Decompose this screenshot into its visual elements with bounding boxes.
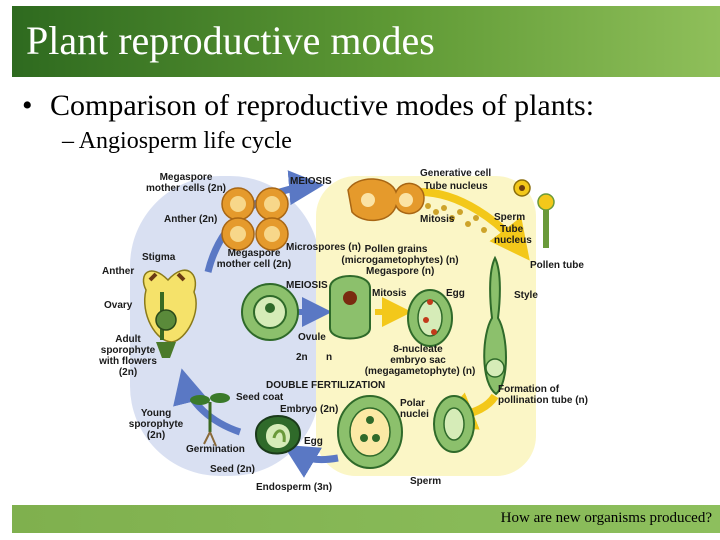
label-formation-1: Formation of — [498, 384, 560, 395]
cycle-arrow-left — [173, 368, 242, 436]
label-young-sporophyte-3: (2n) — [147, 430, 165, 441]
angiosperm-life-cycle-diagram: Megaspore mother cells (2n) MEIOSIS Anth… — [98, 168, 588, 493]
label-ploidy-n: n — [326, 352, 332, 363]
sub-bullet-dash: – — [62, 128, 74, 154]
seed — [254, 415, 302, 455]
label-young-sporophyte-1: Young — [141, 408, 171, 419]
label-formation-2: pollination tube (n) — [498, 395, 588, 406]
label-mitosis-top: Mitosis — [420, 214, 455, 225]
label-egg-bottom: Egg — [304, 436, 323, 447]
label-adult-sporophyte-4: (2n) — [119, 367, 137, 378]
label-megaspore-mother-cells-2: mother cells (2n) — [146, 183, 226, 194]
label-pollen-grains-1: Pollen grains — [365, 244, 428, 255]
label-mitosis-mid: Mitosis — [372, 288, 407, 299]
label-young-sporophyte-2: sporophyte — [129, 419, 184, 430]
label-pollen-grains-2: (microgametophytes) (n) — [341, 255, 458, 266]
label-egg-top: Egg — [446, 288, 465, 299]
footer-bar: How are new organisms produced? — [12, 505, 720, 533]
label-germination: Germination — [186, 444, 245, 455]
ovule-fertilization — [433, 395, 475, 453]
bullet-dot: • — [22, 89, 33, 122]
label-megaspore-mother-cell-1: Megaspore — [228, 248, 281, 259]
label-megaspore: Megaspore (n) — [366, 266, 434, 277]
pollen-grain — [513, 179, 531, 197]
label-ovary: Ovary — [104, 300, 133, 311]
title-bar: Plant reproductive modes — [12, 6, 720, 77]
flower — [142, 269, 197, 358]
double-fertilization-ovule — [337, 395, 403, 469]
sub-bullet-text: Angiosperm life cycle — [78, 128, 292, 154]
label-pollen-tube: Pollen tube — [530, 260, 584, 271]
label-anther-flower: Anther — [102, 266, 134, 277]
label-double-fertilization: DOUBLE FERTILIZATION — [266, 380, 385, 391]
label-ploidy-2n: 2n — [296, 352, 308, 363]
label-microspores: Microspores (n) — [286, 242, 361, 253]
label-sperm-bottom: Sperm — [410, 476, 441, 487]
label-seed: Seed (2n) — [210, 464, 255, 475]
label-polar-nuclei-2: nuclei — [400, 409, 429, 420]
label-adult-sporophyte-1: Adult — [115, 334, 141, 345]
cycle-arrow-bottom — [282, 444, 339, 478]
label-style: Style — [514, 290, 538, 301]
megaspore — [329, 275, 371, 340]
label-eight-nucleate-1: 8-nucleate — [393, 344, 443, 355]
sub-bullet-item: – Angiosperm life cycle — [62, 126, 292, 156]
label-adult-sporophyte-2: sporophyte — [101, 345, 156, 356]
bullet-item: • Comparison of reproductive modes of pla… — [22, 88, 594, 124]
label-anther: Anther (2n) — [164, 214, 217, 225]
label-eight-nucleate-2: embryo sac — [390, 355, 446, 366]
label-generative-cell: Generative cell — [420, 168, 491, 179]
cycle-arrow-top-right — [419, 188, 530, 261]
label-megaspore-mother-cells-1: Megaspore — [160, 172, 213, 183]
slide-title: Plant reproductive modes — [26, 18, 435, 63]
label-tube-nucleus-right-1: Tube — [500, 224, 524, 235]
ovule — [241, 283, 299, 341]
label-stigma: Stigma — [142, 252, 176, 263]
footer-text: How are new organisms produced? — [500, 510, 712, 526]
style — [483, 255, 507, 396]
label-embryo: Embryo (2n) — [280, 404, 338, 415]
label-megaspore-mother-cell-2: mother cell (2n) — [217, 259, 291, 270]
label-ovule: Ovule — [298, 332, 326, 343]
label-meiosis-top: MEIOSIS — [290, 176, 332, 187]
embryo-sac — [407, 289, 453, 347]
label-seed-coat: Seed coat — [236, 392, 284, 403]
label-tube-nucleus-right-2: nucleus — [494, 235, 532, 246]
anther-cross-section — [221, 187, 289, 251]
bullet-text: Comparison of reproductive modes of plan… — [50, 89, 595, 122]
label-polar-nuclei-1: Polar — [400, 398, 425, 409]
pollen-tube — [537, 193, 555, 248]
label-adult-sporophyte-3: with flowers — [98, 356, 157, 367]
label-tube-nucleus: Tube nucleus — [424, 181, 488, 192]
label-sperm-top: Sperm — [494, 212, 525, 223]
label-endosperm: Endosperm (3n) — [256, 482, 332, 493]
anther-microspores — [347, 178, 487, 233]
young-sporophyte — [190, 393, 230, 447]
label-meiosis-mid: MEIOSIS — [286, 280, 328, 291]
label-eight-nucleate-3: (megagametophyte) (n) — [365, 366, 476, 377]
